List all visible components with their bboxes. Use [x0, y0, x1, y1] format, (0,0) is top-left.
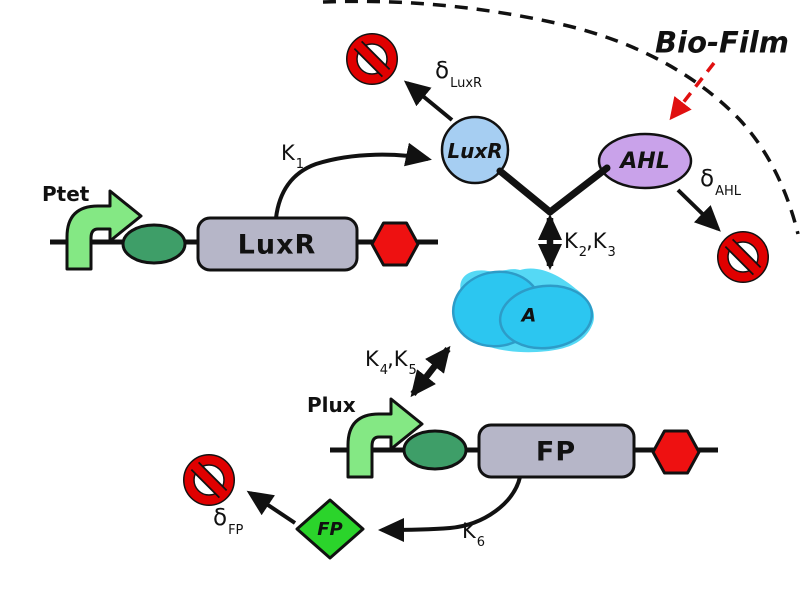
luxr-protein-circle [440, 115, 510, 185]
rbs-ellipse-luxr [121, 223, 187, 265]
k6-label: K6 [462, 519, 486, 551]
luxr-protein-label: LuxR [447, 139, 503, 163]
plux-promoter-label: Plux [307, 393, 356, 417]
k2k3-label: K2,K3 [564, 229, 616, 261]
biofilm-label: Bio-Film [655, 25, 789, 60]
fp-protein-label: FP [317, 519, 343, 540]
promoter-arrow-plux-icon [346, 397, 424, 479]
k1-expression-arrow [274, 142, 432, 219]
complex-formation-lines [496, 164, 611, 216]
terminator-hexagon-luxr [370, 221, 420, 267]
delta-ahl-degradation-arrow [676, 188, 721, 232]
ptet-promoter-label: Ptet [42, 182, 90, 206]
k4k5-reversible-arrow [410, 345, 451, 398]
k4k5-label: K4,K5 [365, 347, 417, 379]
biofilm-boundary-dashed-curve [322, 0, 800, 235]
k6-expression-arrow [378, 476, 522, 542]
k1-label: K1 [281, 141, 305, 173]
delta-ahl-label: δAHL [700, 166, 741, 199]
prohibition-icon-luxr [346, 33, 398, 85]
terminator-hexagon-fp [651, 429, 701, 475]
delta-luxr-label: δLuxR [435, 58, 483, 91]
luxr-gene-label: LuxR [237, 229, 317, 261]
prohibition-icon-fp [183, 454, 235, 506]
gene-box-fp [477, 423, 636, 479]
ahl-ellipse [597, 132, 693, 190]
delta-fp-degradation-arrow [246, 490, 297, 525]
fp-protein-diamond [295, 498, 365, 560]
promoter-arrow-ptet-icon [65, 189, 143, 271]
ahl-label: AHL [620, 149, 670, 174]
fp-gene-label: FP [535, 436, 577, 468]
ahl-influx-dashed-arrow [669, 61, 716, 121]
delta-luxr-degradation-arrow [403, 80, 454, 122]
complex-a-label: A [521, 304, 537, 327]
delta-fp-label: δFP [213, 505, 244, 538]
rbs-ellipse-fp [402, 429, 468, 471]
prohibition-icon-ahl [717, 231, 769, 283]
complex-a-blob [451, 268, 595, 353]
